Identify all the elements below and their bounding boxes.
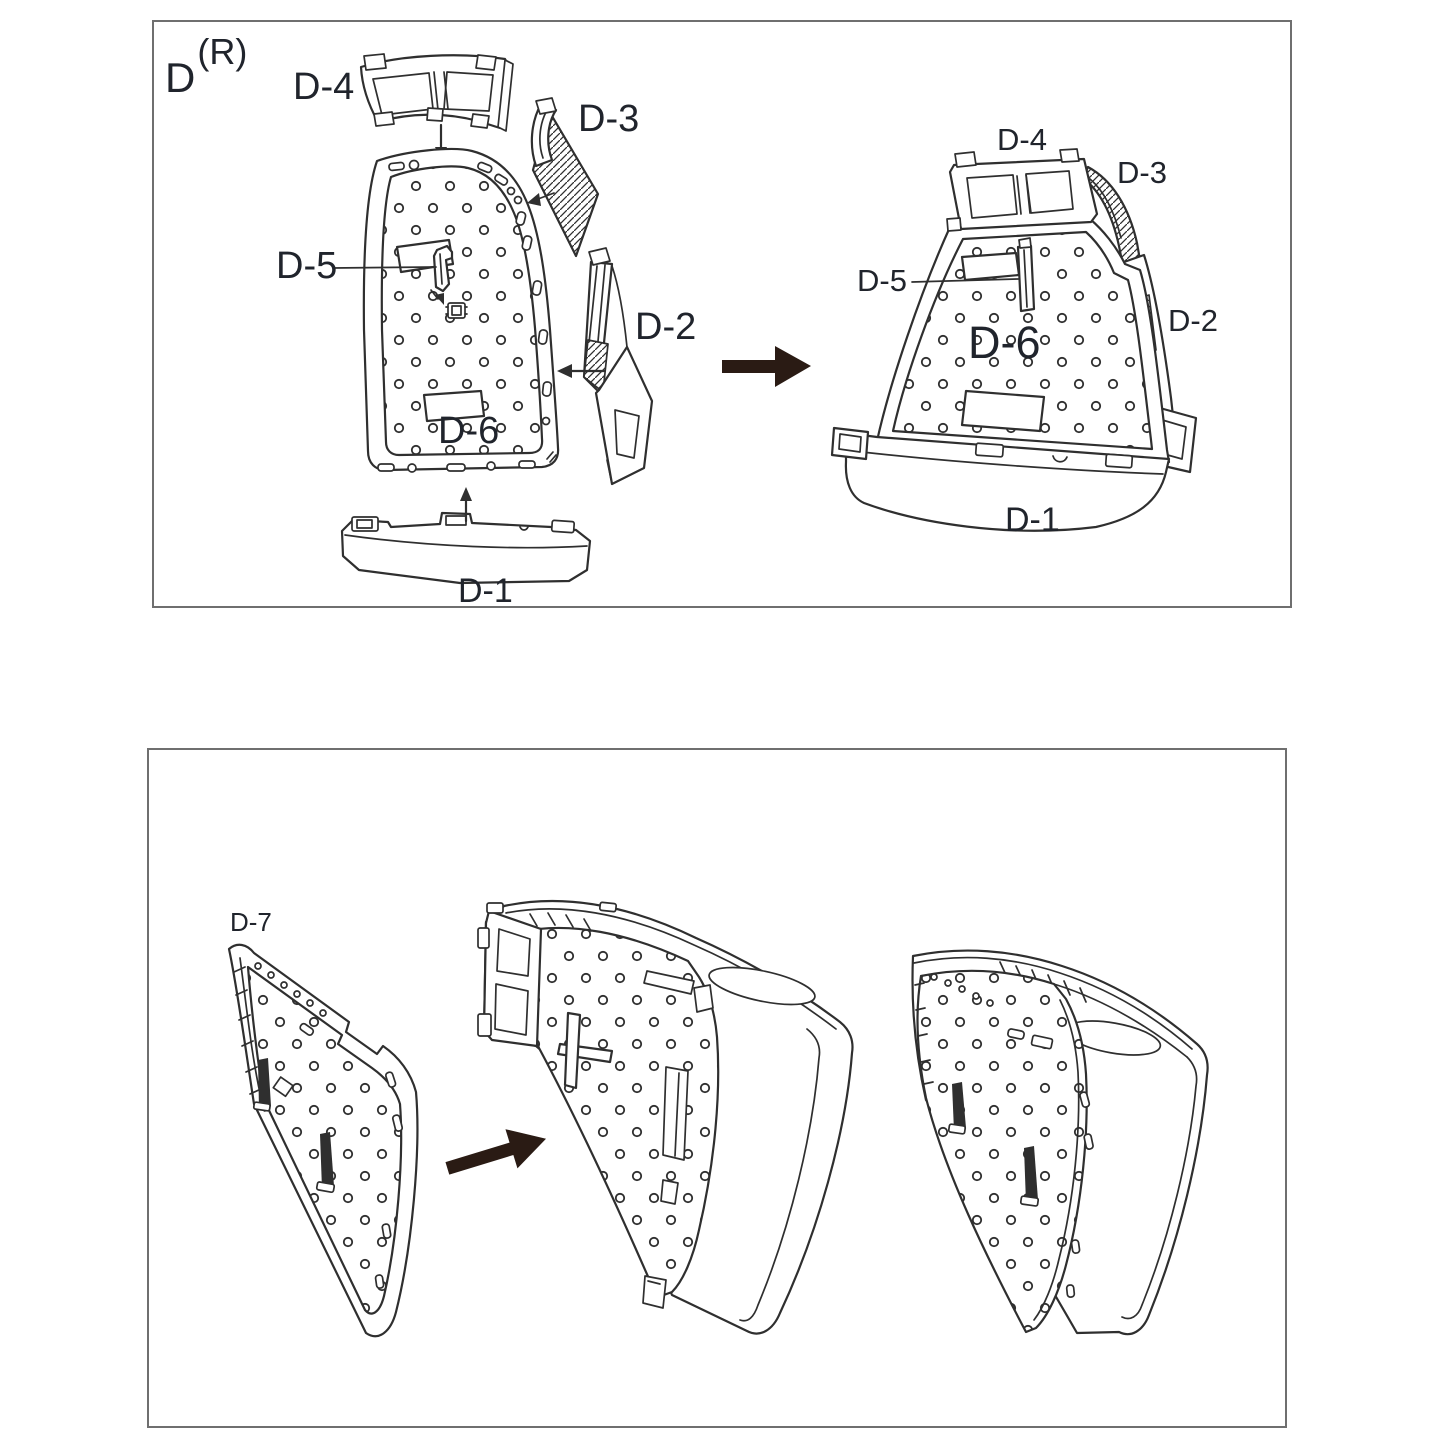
- label-d2-exploded: D-2: [635, 306, 697, 348]
- part-d1: [340, 511, 592, 585]
- arrow-left-icon: [557, 364, 606, 378]
- label-d4-exploded: D-4: [293, 66, 355, 108]
- label-d6-exploded: D-6: [438, 410, 500, 452]
- d7-hook-clip: [320, 1132, 334, 1192]
- step-letter: D: [165, 54, 196, 101]
- d7-hook-clip: [952, 1082, 966, 1134]
- assembled-d1-skirt: [830, 426, 1171, 532]
- arrow-toward-panel-icon: [527, 192, 555, 206]
- finished-view: [911, 949, 1209, 1336]
- arrow-up-icon: [460, 487, 472, 523]
- label-d5-assembled: D-5: [857, 263, 907, 298]
- attaching-view: [477, 899, 854, 1335]
- d5-leader-line: [911, 278, 1019, 283]
- d7-hook-clip: [258, 1058, 271, 1112]
- d7-hook-clip: [1024, 1146, 1038, 1206]
- label-d4-assembled: D-4: [997, 122, 1047, 157]
- step-d-drawing: [332, 53, 1198, 585]
- part-d7: [227, 943, 419, 1338]
- cup-holder: [708, 966, 816, 1006]
- label-d5-exploded: D-5: [276, 245, 338, 287]
- step-d7-drawing: [227, 899, 1209, 1338]
- label-d1-exploded: D-1: [458, 572, 513, 610]
- label-d6-assembled: D-6: [968, 317, 1041, 368]
- part-d4: [359, 53, 514, 132]
- step-title: D(R): [165, 31, 247, 101]
- assembled-d6-face: [891, 230, 1154, 451]
- label-d3-exploded: D-3: [578, 98, 640, 140]
- step-d-panel: D(R) D-4 D-3 D-5 D-2 D-6 D-1 D-4 D-3 D-5…: [152, 20, 1292, 608]
- assembled-d4-frame: [946, 148, 1099, 232]
- d5-leader-line: [332, 266, 437, 269]
- assemble-arrow-icon: [722, 346, 811, 387]
- assembled-d5-clip: [911, 237, 1036, 313]
- label-d2-assembled: D-2: [1168, 303, 1218, 338]
- assemble-arrow-icon: [445, 1129, 547, 1175]
- exploded-view: [332, 53, 654, 585]
- step-d7-panel: D-7: [147, 748, 1287, 1428]
- label-d3-assembled: D-3: [1117, 155, 1167, 190]
- label-d7: D-7: [230, 907, 272, 937]
- label-d1-assembled: D-1: [1005, 501, 1060, 539]
- step-superscript: (R): [197, 31, 248, 72]
- assembled-view: [830, 148, 1198, 532]
- part-d3: [530, 97, 600, 258]
- part-d2: [582, 247, 654, 486]
- part-d5: [332, 244, 468, 319]
- attached-d4-frame: [477, 902, 543, 1048]
